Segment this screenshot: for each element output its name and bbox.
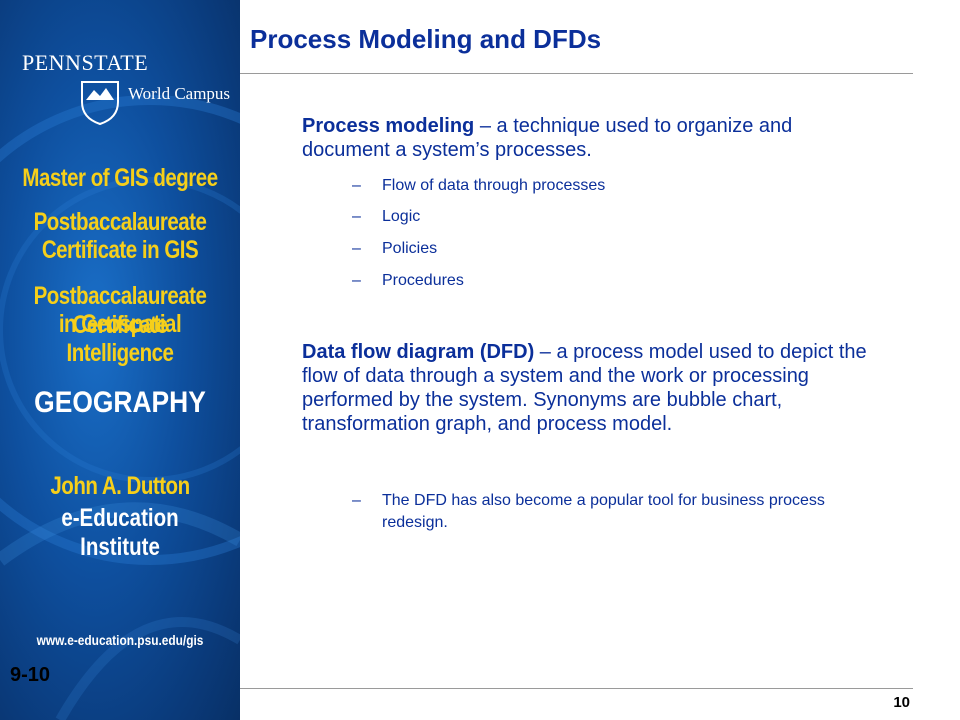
sidebar-banner: PENNSTATE World Campus Master of GIS deg… [0, 0, 240, 720]
definition-process-modeling: – a technique used to organize and docum… [302, 115, 793, 161]
bullet-text: The DFD has also become a popular tool f… [382, 492, 825, 531]
dash-bullet: – [352, 240, 361, 257]
institute-name-line1: John A. Dutton [50, 472, 190, 500]
shield-icon [81, 81, 119, 126]
term-dfd: Data flow diagram (DFD) [302, 341, 535, 363]
footer-divider [240, 688, 913, 689]
slide-title: Process Modeling and DFDs [250, 24, 602, 54]
bullet-text: Logic [382, 208, 421, 225]
program-cert-gis-line1: Postbaccalaureate [33, 208, 207, 236]
process-modeling-paragraph: Process modeling – a technique used to o… [302, 114, 862, 162]
list-item: – Flow of data through processes [352, 175, 872, 197]
term-process-modeling: Process modeling [302, 115, 475, 137]
bullet-text: Policies [382, 240, 438, 257]
list-item: – Procedures [352, 270, 872, 292]
title-divider [240, 73, 913, 74]
campus-name: World Campus [128, 84, 231, 103]
bullet-text: Flow of data through processes [382, 177, 606, 194]
institute-name-line2: e-Education Institute [61, 504, 179, 561]
program-master-gis: Master of GIS degree [22, 164, 218, 192]
background-swirl-graphic [0, 95, 240, 720]
list-item: – Logic [352, 206, 872, 228]
list-item: – The DFD has also become a popular tool … [352, 490, 862, 534]
department-wordmark: GEOGRAPHY [34, 386, 206, 419]
dash-bullet: – [352, 272, 361, 289]
program-cert-geoint-line2: in Geospatial Intelligence [58, 310, 182, 367]
program-cert-gis-line2: Certificate in GIS [41, 236, 199, 264]
bullet-text: Procedures [382, 272, 464, 289]
institution-wordmark: PENNSTATE [22, 50, 149, 75]
dash-bullet: – [352, 492, 361, 509]
slide-reference: 9-10 [10, 664, 51, 686]
program-cert-geoint-line1: Postbaccalaureate Certificate [33, 282, 207, 339]
page-number: 10 [893, 694, 910, 711]
pennstate-logo: PENNSTATE World Campus [22, 50, 232, 130]
definition-dfd: – a process model used to depict the flo… [302, 341, 867, 435]
dash-bullet: – [352, 208, 361, 225]
program-url: www.e-education.psu.edu/gis [36, 632, 204, 648]
list-item: – Policies [352, 238, 872, 260]
dfd-paragraph: Data flow diagram (DFD) – a process mode… [302, 340, 867, 436]
dash-bullet: – [352, 177, 361, 194]
